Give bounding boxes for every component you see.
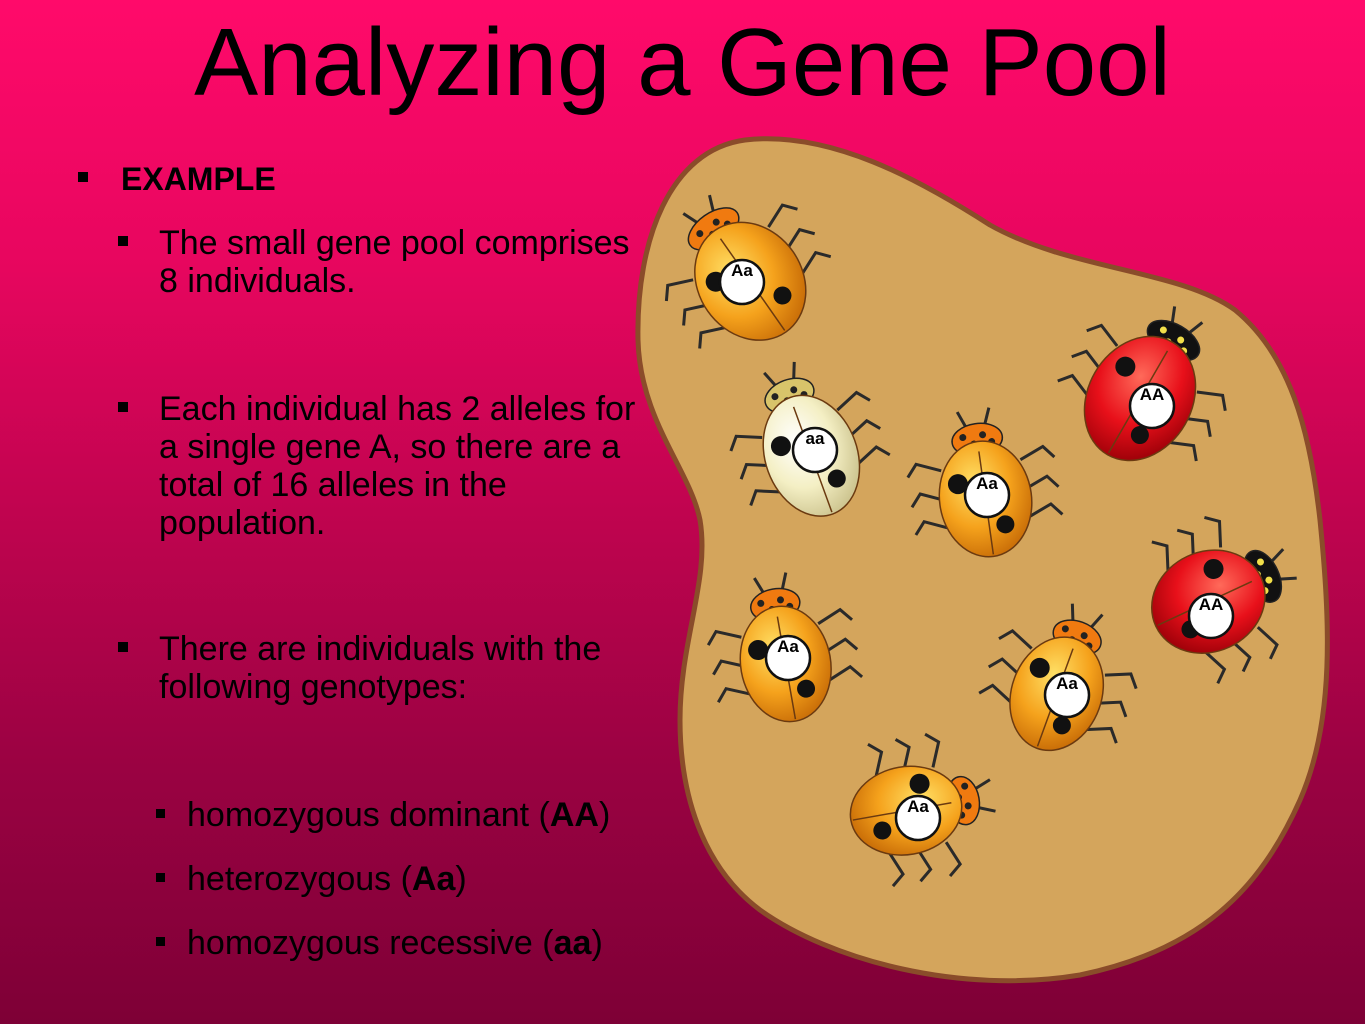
genotype-label: heterozygous ( [187,860,412,898]
beetle-spot [1256,558,1264,566]
beetle-genotype-text: Aa [976,474,998,493]
square-bullet-icon [118,642,128,652]
beetle-spot [1052,716,1071,735]
beetle-spot [959,434,967,442]
genotype-label-badge: AA [1187,592,1235,640]
beetle-genotype-text: AA [1199,595,1224,614]
beetle-genotype-text: aa [806,429,825,448]
genotype-close: ) [455,860,467,898]
beetle-spot [773,286,792,305]
genotype-badge-circle [1043,671,1091,719]
beetle-spot [873,821,892,840]
beetle-legs [906,407,1064,536]
genotype-badge-circle [718,258,766,306]
slide-title: Analyzing a Gene Pool [194,9,1171,116]
beetle-spot [757,599,765,607]
genotype-label-badge: Aa [963,471,1011,519]
beetle-spot [1203,558,1224,579]
bullet-text: Each individual has 2 alleles for a sing… [159,390,636,542]
beetle-spot [748,640,769,661]
beetle-spot [771,393,779,401]
bullet-allele-count: Each individual has 2 alleles for a sing… [118,390,649,542]
genotype-label: homozygous recessive ( [187,924,554,962]
beetle-spot [947,474,968,495]
bullet-gene-pool-size: The small gene pool comprises 8 individu… [118,224,649,300]
beetle-spot [797,679,816,698]
square-bullet-icon [156,809,165,818]
beetle-spot [827,469,846,488]
beetle-spot [1265,576,1273,584]
genotype-badge-circle [764,634,812,682]
genotype-badge-circle [791,426,839,474]
beetle-spot [1061,625,1069,633]
square-bullet-icon [118,236,128,246]
beetle-legs [706,572,864,703]
genotype-badge-circle [1187,592,1235,640]
genotype-label-badge: AA [1128,382,1176,430]
genotype-label-badge: Aa [718,258,766,306]
square-bullet-icon [156,873,165,882]
beetle-genotype-text: AA [1140,385,1165,404]
genotype-code: aa [553,924,592,962]
genotype-heterozygous: heterozygous (Aa) [156,860,707,898]
beetle-spot [909,773,930,794]
genotype-code: Aa [411,860,456,898]
bullet-genotypes-intro: There are individuals with the following… [118,630,649,706]
beetle-legs [1151,516,1297,685]
beetle-spot [1159,326,1167,334]
beetle-genotype-text: Aa [1056,674,1078,693]
square-bullet-icon [118,402,128,412]
beetle-spot [964,802,972,810]
example-heading-text: EXAMPLE [121,161,276,197]
genotype-badge-circle [963,471,1011,519]
beetle-legs [729,361,891,507]
genotype-label-badge: Aa [894,794,942,842]
beetle-genotype-text: Aa [907,797,929,816]
beetle-genotype-text: Aa [731,261,753,280]
genotype-code: AA [549,796,599,834]
beetle [706,572,864,723]
genotype-homozygous-recessive: homozygous recessive (aa) [156,924,707,962]
genotype-label: homozygous dominant ( [187,796,550,834]
bullet-text: There are individuals with the following… [159,630,602,706]
genotype-label-badge: Aa [764,634,812,682]
beetle-spot [979,431,987,439]
beetle-spot [776,596,784,604]
square-bullet-icon [78,172,88,182]
genotype-close: ) [591,924,603,962]
genotype-homozygous-dominant: homozygous dominant (AA) [156,796,707,834]
beetle-genotype-text: Aa [777,637,799,656]
bullet-text: The small gene pool comprises 8 individu… [159,224,630,300]
beetle-spot [1029,657,1050,678]
beetle-spot [1115,356,1136,377]
beetle-spot [1177,336,1185,344]
square-bullet-icon [156,937,165,946]
genotype-label-badge: Aa [1043,671,1091,719]
beetle-legs [978,603,1138,744]
beetle-spot [696,230,704,238]
beetle-spot [712,218,720,226]
beetle-spot [1130,426,1149,445]
beetle-spot [770,436,791,457]
beetle-spot [1080,632,1088,640]
genotype-badge-circle [894,794,942,842]
beetle-spot [790,386,798,394]
beetle-spot [961,782,969,790]
genotype-badge-circle [1128,382,1176,430]
example-heading: EXAMPLE [78,160,276,198]
beetle-spot [996,515,1015,534]
genotype-close: ) [598,796,611,834]
genotype-label-badge: aa [791,426,839,474]
